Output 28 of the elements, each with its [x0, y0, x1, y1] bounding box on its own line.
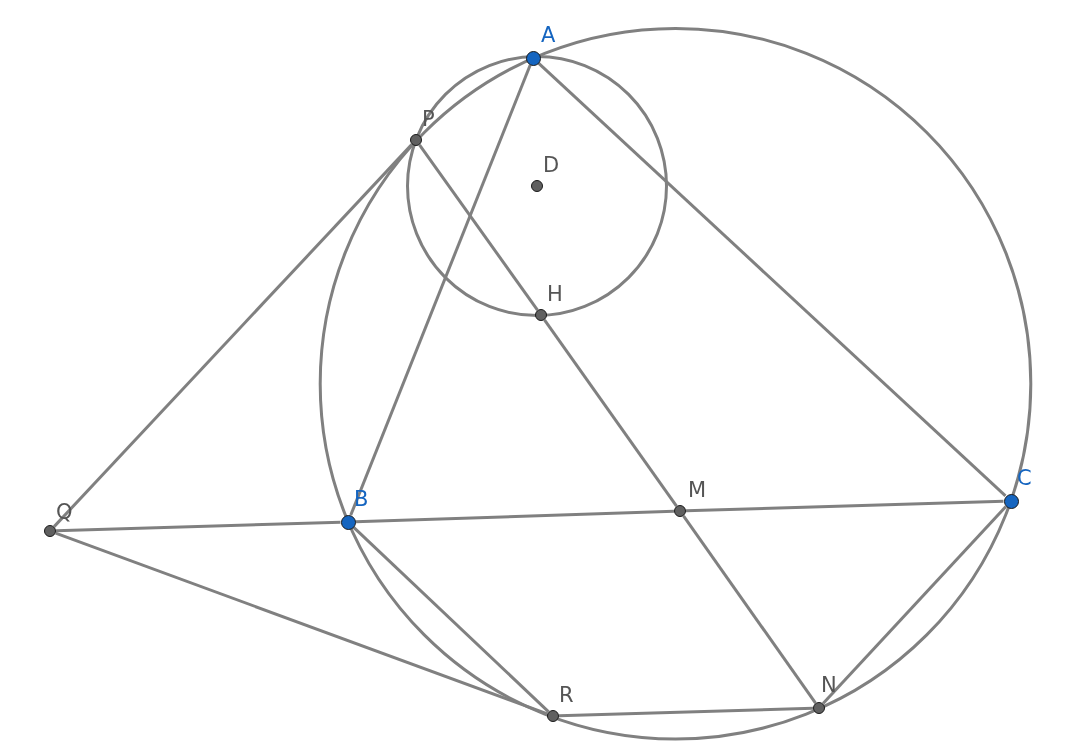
point-marker: [410, 134, 422, 146]
point-label: H: [547, 283, 563, 305]
point-label: M: [688, 479, 707, 501]
line-segment: [418, 144, 539, 311]
point-marker: [535, 309, 547, 321]
point-label: D: [543, 154, 560, 176]
point-label: B: [354, 488, 369, 510]
line-segment: [55, 531, 548, 716]
point-marker: [525, 50, 541, 66]
point-label: N: [821, 674, 837, 696]
point-label: R: [559, 684, 574, 706]
point-marker: [674, 505, 686, 517]
line-segment: [355, 509, 675, 524]
line-segment: [821, 505, 1007, 705]
line-segment: [537, 62, 1007, 497]
line-segment: [685, 499, 1004, 513]
line-segment: [558, 706, 814, 718]
line-segment: [352, 526, 550, 713]
line-segment: [53, 143, 413, 528]
line-segment: [349, 64, 532, 516]
point-label: C: [1017, 467, 1032, 489]
point-marker: [547, 710, 559, 722]
line-segment: [55, 520, 341, 533]
point-label: A: [541, 24, 556, 46]
line-segment: [682, 515, 817, 704]
point-marker: [44, 525, 56, 537]
point-marker: [531, 180, 543, 192]
line-segment: [543, 319, 678, 507]
